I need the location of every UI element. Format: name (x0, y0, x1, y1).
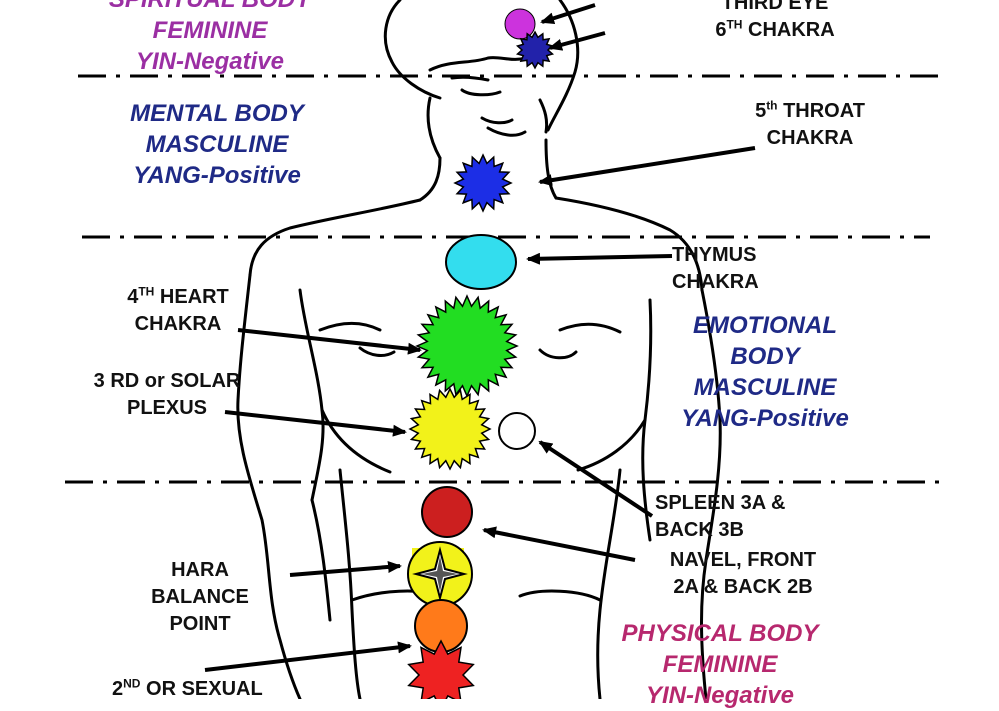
solar-line1: 3 RD or SOLAR (93, 370, 241, 392)
emotional-body-label: EMOTIONAL BODY MASCULINE YANG-Positive (660, 310, 870, 434)
arrow-heart (237, 328, 422, 355)
emotional-line2: BODY (730, 343, 800, 370)
physical-body-label: PHYSICAL BODY FEMININE YIN-Negative (590, 618, 850, 711)
throat-line1: 5th THROAT (755, 98, 865, 122)
third-eye-label: THIRD EYE 6TH CHAKRA (700, 0, 850, 44)
physical-line2: FEMININE (662, 651, 778, 678)
navel-chakra (421, 486, 473, 538)
arrows (204, 3, 756, 672)
throat-label: 5th THROAT CHAKRA (735, 98, 885, 152)
spiritual-line2: FEMININE (152, 17, 268, 44)
mental-line2: MASCULINE (145, 131, 289, 158)
third-eye-line1: THIRD EYE (721, 0, 829, 14)
separator-lines (65, 74, 945, 484)
physical-line3: YIN-Negative (645, 682, 795, 709)
mental-body-label: MENTAL BODY MASCULINE YANG-Positive (92, 98, 342, 191)
physical-line1: PHYSICAL BODY (621, 620, 819, 647)
arrow-solar (224, 410, 407, 437)
hara-line1: HARA (171, 559, 229, 581)
throat-line2: CHAKRA (766, 127, 854, 149)
spleen-line2: BACK 3B (655, 519, 744, 541)
thymus-chakra (445, 234, 517, 290)
throat-chakra (453, 153, 513, 213)
thymus-line2: CHAKRA (672, 271, 759, 293)
hara-line3: POINT (169, 613, 231, 635)
emotional-line3: MASCULINE (693, 374, 837, 401)
arrow-third-eye (548, 31, 606, 51)
spiritual-line1: SPIRITUAL BODY (85, 0, 335, 15)
spiritual-line3: YIN-Negative (135, 48, 285, 75)
spleen-chakra (498, 412, 536, 450)
hara-chakra (407, 541, 473, 607)
heart-line1: 4TH HEART (127, 284, 229, 308)
hara-label: HARA BALANCE POINT (130, 557, 270, 638)
base-chakra (407, 639, 475, 699)
mental-line3: YANG-Positive (133, 162, 301, 189)
solar-label: 3 RD or SOLAR PLEXUS (72, 368, 262, 422)
arrow-spleen (538, 440, 654, 518)
arrow-hara (289, 560, 402, 577)
arrow-thymus (526, 252, 673, 265)
spiritual-body-label: SPIRITUAL BODY FEMININE YIN-Negative (85, 0, 335, 77)
thymus-line1: THYMUS (672, 244, 757, 266)
sexual-line1: 2ND OR SEXUAL (112, 676, 263, 700)
third-eye-line2: 6TH CHAKRA (715, 17, 835, 41)
sexual-label: 2ND OR SEXUAL (112, 676, 312, 703)
emotional-line1: EMOTIONAL (693, 312, 837, 339)
spleen-label: SPLEEN 3A & BACK 3B (655, 490, 835, 544)
spleen-line1: SPLEEN 3A & (655, 492, 786, 514)
navel-line2: 2A & BACK 2B (673, 576, 813, 598)
solar-plexus-chakra (408, 387, 492, 471)
chakras (407, 8, 555, 699)
thymus-label: THYMUS CHAKRA (672, 242, 782, 296)
emotional-line4: YANG-Positive (681, 405, 849, 432)
crown-magenta-circle (504, 8, 536, 40)
navel-line1: NAVEL, FRONT (669, 549, 817, 571)
third-eye-chakra (515, 30, 555, 70)
arrow-crown (540, 3, 596, 25)
arrow-navel (482, 526, 636, 562)
solar-line2: PLEXUS (126, 397, 208, 419)
heart-line2: CHAKRA (134, 313, 222, 335)
heart-label: 4TH HEART CHAKRA (108, 284, 248, 338)
mental-line1: MENTAL BODY (130, 100, 304, 127)
heart-chakra (415, 294, 519, 398)
figure-outline (236, 0, 722, 699)
navel-label: NAVEL, FRONT 2A & BACK 2B (648, 547, 838, 601)
hara-line2: BALANCE (151, 586, 249, 608)
arrow-sexual (204, 641, 412, 672)
arrow-throat (538, 146, 756, 187)
